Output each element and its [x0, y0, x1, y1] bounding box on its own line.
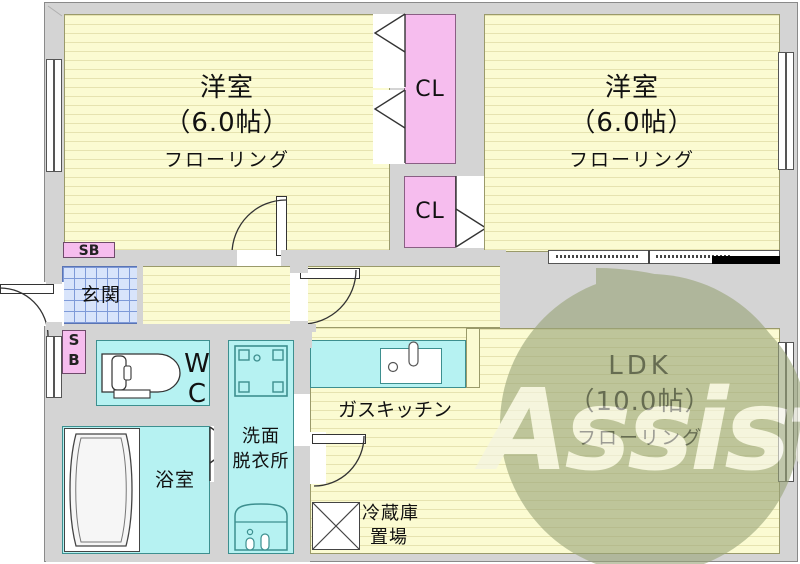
shoebox-top: [63, 242, 115, 258]
kitchen-door-opening: [310, 432, 326, 484]
washroom-label-line1: 洗面: [242, 426, 280, 447]
balcony-rail-marking: [712, 256, 780, 264]
corridor: [140, 266, 506, 328]
entrance-door-swing: [0, 287, 49, 337]
closet-upper-door-bottom-icon: [373, 89, 406, 163]
door-swing-bedroom-left: [231, 199, 287, 255]
door-leaf-ldk: [300, 268, 360, 279]
bath-label: 浴室: [154, 469, 195, 491]
vanity-sink-icon: [234, 503, 288, 551]
closet-upper-label: CL: [415, 77, 445, 102]
ldk-size: （10.0帖）: [568, 387, 712, 417]
closet-lower-label: CL: [415, 199, 445, 224]
fridge-label-line2: 置場: [370, 527, 408, 548]
sliding-window-divider: [648, 250, 650, 264]
washroom-door-jamb-a: [294, 386, 310, 394]
washroom-door-jamb-b: [294, 446, 310, 454]
wall-ldk-kitchen-divider: [466, 328, 480, 388]
closet-upper-door-top-icon: [373, 13, 406, 87]
window-toilet-mullion: [53, 336, 55, 398]
sliding-window-hatch-a: [556, 255, 640, 258]
kitchen-sink-drain-icon: [387, 361, 399, 373]
kitchen-door-swing: [313, 435, 365, 487]
pillar-a: [137, 266, 143, 328]
ldk-name: LDK: [608, 351, 672, 381]
kitchen-door-leaf: [312, 434, 366, 444]
bedroom-left-material: フローリング: [163, 149, 290, 171]
bedroom-right-material: フローリング: [568, 149, 695, 171]
window-bedroom-left-mullion: [53, 59, 55, 172]
shoebox-bottom: [62, 330, 86, 374]
bedroom-left-name: 洋室: [199, 73, 254, 103]
entrance-jamb-b: [46, 322, 62, 330]
door-opening-ldk: [290, 266, 308, 328]
wall-corridor-bottom: [140, 324, 316, 332]
closet-upper-door-top: [373, 14, 405, 88]
door-jamb-ldk-a: [290, 266, 308, 273]
wall-bath-top: [46, 408, 222, 418]
fridge-space-cross-icon: [312, 502, 360, 550]
door-swing-ldk: [301, 269, 357, 325]
window-bedroom-right-mullion: [785, 52, 787, 170]
window-ldk-mullion: [785, 342, 787, 482]
toilet-label-line1: WC: [182, 349, 212, 409]
ldk-material: フローリング: [576, 427, 703, 449]
fridge-label-line1: 冷蔵庫: [362, 503, 419, 524]
sliding-window-hatch-b: [656, 255, 732, 258]
washroom-door-opening: [294, 394, 310, 446]
wall-kitchen-left-stub: [300, 328, 312, 348]
washroom-label-line2: 脱衣所: [232, 451, 290, 472]
door-jamb-left-a: [230, 250, 237, 266]
washing-machine-icon: [234, 345, 288, 397]
bathtub-icon: [69, 433, 133, 547]
kitchen-faucet-icon: [408, 341, 419, 367]
shoebox-top-label: SB: [78, 243, 100, 259]
corner-notch-icon: [47, 5, 63, 17]
bedroom-right-size: （6.0帖）: [569, 108, 695, 138]
door-jamb-left-b: [281, 250, 288, 266]
kitchen-label: ガスキッチン: [337, 399, 452, 421]
entrance-door-leaf: [0, 284, 54, 294]
entrance-jamb-a: [46, 276, 62, 284]
entrance-label: 玄関: [80, 284, 121, 306]
bedroom-left-size: （6.0帖）: [164, 108, 290, 138]
bedroom-right-name: 洋室: [604, 73, 659, 103]
closet-upper: [404, 14, 456, 164]
shoebox-bottom-label-1: S: [68, 331, 80, 349]
closet-upper-door-bottom: [373, 90, 405, 164]
pillar-b: [500, 266, 508, 328]
room-entrance: [62, 266, 140, 324]
door-opening-bedroom-left: [230, 250, 288, 266]
room-bedroom-right: [484, 14, 780, 252]
shoebox-bottom-label-2: B: [68, 351, 80, 369]
toilet-fixture-icon: [101, 353, 181, 399]
